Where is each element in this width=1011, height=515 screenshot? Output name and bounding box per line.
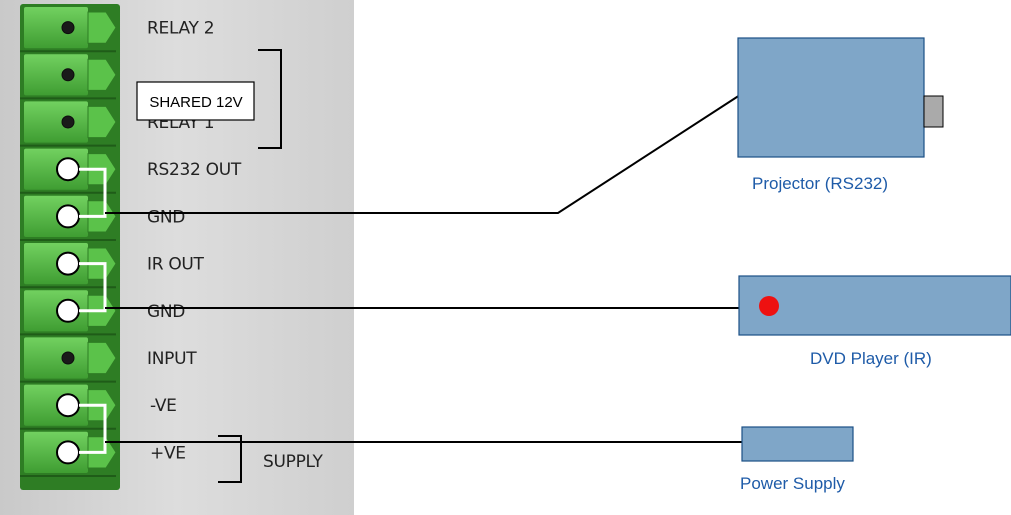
terminal-slot — [20, 148, 117, 194]
terminal-label: RS232 OUT — [147, 160, 242, 180]
terminal-slot — [20, 195, 117, 241]
terminal-pin — [61, 21, 75, 35]
terminal-screw — [56, 157, 80, 182]
terminal-label: GND — [147, 207, 185, 227]
terminal-screw — [56, 204, 80, 229]
power-supply-label: Power Supply — [740, 474, 845, 493]
supply-label: SUPPLY — [263, 452, 323, 472]
relay-bracket — [258, 49, 282, 149]
dvd-player-label: DVD Player (IR) — [810, 349, 932, 368]
terminal-slot — [20, 7, 117, 53]
terminal-screw — [56, 440, 80, 465]
terminal-pin — [61, 351, 75, 365]
terminal-slot — [20, 337, 117, 383]
projector-icon — [737, 37, 944, 158]
dvd-player-icon — [738, 275, 1011, 336]
terminal-screw — [56, 393, 80, 418]
supply-bracket — [218, 435, 242, 483]
terminal-slot — [20, 431, 117, 477]
jumper-link — [79, 167, 107, 218]
terminal-block — [20, 4, 120, 490]
terminal-label: +VE — [150, 443, 186, 463]
terminal-label: GND — [147, 302, 185, 322]
rs232-cable — [105, 94, 741, 214]
terminal-slot — [20, 101, 117, 147]
shared-12v-label: SHARED 12V — [149, 94, 242, 111]
terminal-label: IR OUT — [147, 255, 205, 275]
terminal-label: RELAY 2 — [147, 19, 214, 39]
terminal-label: INPUT — [147, 349, 197, 369]
terminal-pin — [61, 115, 75, 129]
jumper-link — [79, 262, 107, 313]
power-supply-icon — [741, 426, 854, 462]
shared-12v-box — [136, 81, 255, 121]
terminal-screw — [56, 251, 80, 276]
projector-label: Projector (RS232) — [752, 174, 888, 193]
terminal-pin — [61, 68, 75, 82]
terminal-slot — [20, 54, 117, 100]
ir-emitter-dot — [759, 296, 779, 316]
terminal-label: -VE — [150, 396, 177, 416]
jumper-link — [79, 403, 107, 454]
terminal-screw — [56, 298, 80, 323]
